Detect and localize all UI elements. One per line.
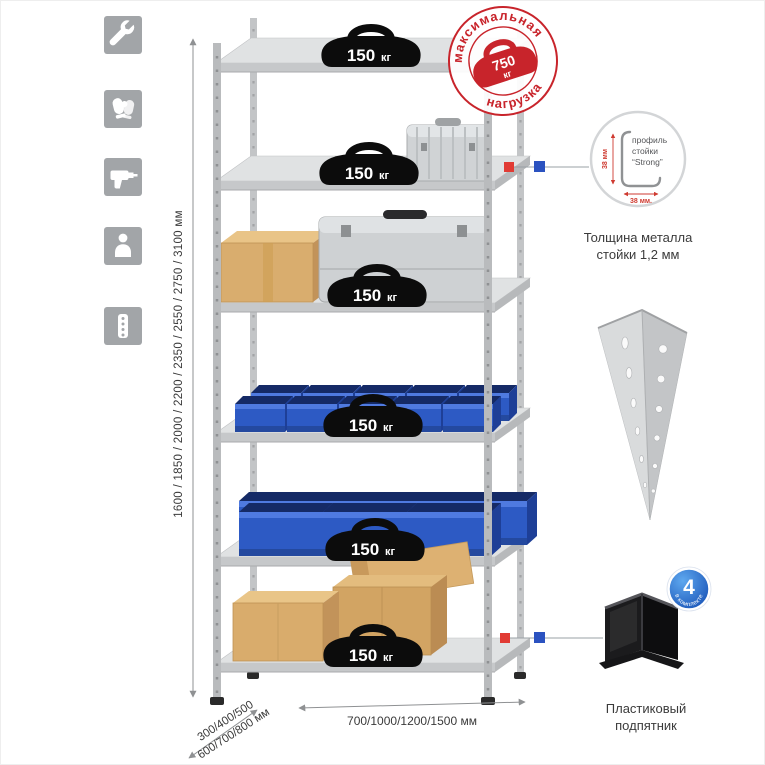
max-load-stamp: максимальная нагрузка 750 кг — [438, 1, 558, 118]
profile-dim-horizontal: 38 мм. — [630, 198, 652, 205]
foot-caption-line2: подпятник — [615, 717, 677, 733]
profile-caption-line1: Толщина металла — [583, 230, 693, 245]
profile-dim-vertical: 38 мм — [602, 149, 609, 169]
load-unit: кг — [381, 52, 392, 64]
plastic-foot-image — [599, 592, 684, 669]
connector-profile — [504, 161, 589, 172]
svg-text:150: 150 — [349, 416, 377, 435]
shelving-rack: 150 кг 150 кг 150 кг 150 кг 150 кг 150 к… — [210, 18, 537, 705]
profile-detail-callout: 38 мм 38 мм. профиль стойки “Strong” — [589, 110, 687, 208]
stamp-value: 750 — [490, 52, 517, 75]
width-dimension-line — [298, 698, 526, 712]
svg-text:кг: кг — [385, 546, 396, 558]
aluminium-case-small — [406, 118, 492, 182]
profile-cross-section — [620, 130, 662, 188]
profile-label-3: “Strong” — [632, 157, 663, 167]
profile-label-2: стойки — [632, 146, 658, 156]
profile-strip-icon — [104, 307, 142, 345]
svg-text:кг: кг — [387, 292, 398, 304]
person-icon — [104, 227, 142, 265]
foot-caption: Пластиковый подпятник — [564, 701, 728, 735]
profile-caption: Толщина металла стойки 1,2 мм — [559, 230, 717, 264]
connector-foot — [500, 632, 603, 643]
shelf-load-badge: 150 кг — [323, 398, 422, 437]
gloves-icon — [104, 90, 142, 128]
foot-caption-line1: Пластиковый — [605, 701, 687, 716]
dimension-lines — [188, 38, 526, 759]
shelf-load-badge: 150 кг — [319, 146, 418, 185]
svg-text:150: 150 — [351, 540, 379, 559]
shelf-load-badge: 150 кг — [321, 28, 420, 67]
svg-text:150: 150 — [349, 646, 377, 665]
svg-text:кг: кг — [383, 652, 394, 664]
shelf-load-badge: 150 кг — [327, 268, 426, 307]
load-value: 150 — [347, 46, 375, 65]
shelf-load-badge: 150 кг — [325, 522, 424, 561]
svg-text:кг: кг — [383, 422, 394, 434]
shelf-load-badge: 150 кг — [323, 628, 422, 667]
height-dimension-label: 1600 / 1850 / 2000 / 2200 / 2350 / 2550 … — [173, 210, 185, 518]
profile-caption-line2: стойки 1,2 мм — [596, 246, 680, 262]
post-slots — [621, 336, 668, 494]
svg-text:150: 150 — [345, 164, 373, 183]
stamp-unit: кг — [502, 68, 513, 80]
profile-label-1: профиль — [632, 135, 668, 145]
width-dimension-label: 700/1000/1200/1500 мм — [347, 714, 477, 728]
drill-icon — [104, 158, 142, 196]
cardboard-box — [220, 231, 329, 303]
svg-text:150: 150 — [353, 286, 381, 305]
angle-post-image — [597, 309, 688, 521]
svg-text:кг: кг — [379, 170, 390, 182]
badge-count: 4 — [683, 576, 695, 599]
depth-dimension-line — [188, 709, 258, 759]
stamp-weight-icon: 750 кг — [473, 39, 538, 88]
included-count-badge: 4 в комплекте — [666, 566, 712, 612]
wrench-icon — [104, 16, 142, 54]
